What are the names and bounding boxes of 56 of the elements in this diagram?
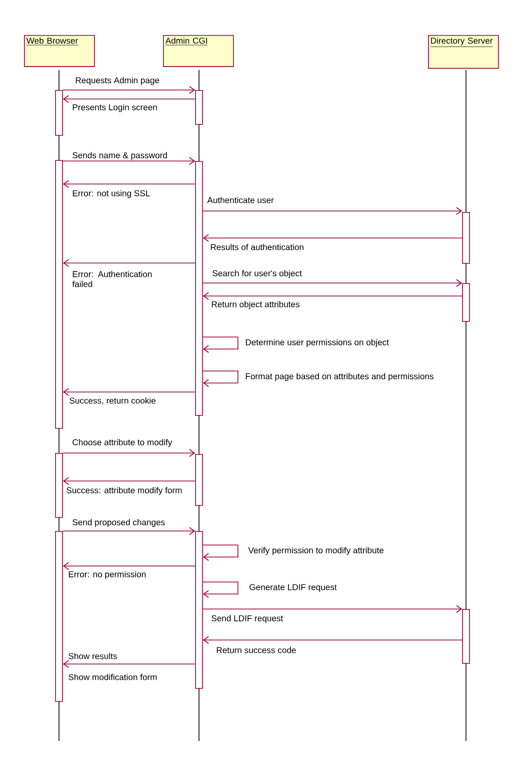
message-arrow [62, 660, 196, 668]
object-box: Admin CGI [163, 35, 234, 67]
message-arrow [62, 180, 196, 188]
activation-bar [55, 90, 63, 136]
message-arrow [62, 562, 196, 570]
message-arrow [62, 449, 196, 457]
message-label: Sends name & password [72, 152, 167, 160]
activation-bar [195, 531, 203, 689]
message-arrow [62, 259, 196, 267]
message-label: Results of authentication [210, 244, 304, 250]
message-arrow [62, 157, 196, 165]
message-arrow [202, 292, 462, 300]
message-label: Generate LDIF request [250, 584, 337, 592]
message-label: Requests Admin page [76, 77, 160, 85]
activation-bar [195, 454, 203, 506]
message-arrow [202, 234, 462, 242]
message-label: Format page based on attributes and permissions [246, 373, 434, 381]
message-arrow [62, 477, 196, 485]
message-label: Error: no permission [68, 571, 146, 579]
message-label: Send proposed changes [72, 519, 165, 527]
activation-bar [55, 531, 63, 702]
activation-bar [55, 160, 63, 429]
message-label: Verify permission to modify attribute [248, 547, 384, 555]
activation-bar [462, 609, 470, 664]
self-message-arrow [202, 582, 238, 598]
message-arrow [62, 527, 196, 535]
message-arrow [62, 388, 196, 396]
message-arrow [202, 279, 462, 287]
object-box: Web Browser [24, 35, 95, 67]
message-arrow [62, 86, 196, 94]
activation-bar [462, 283, 470, 322]
message-arrow [202, 207, 462, 215]
message-arrow [62, 95, 196, 103]
message-label: Search for user's object [212, 270, 302, 278]
message-label: Return success code [216, 646, 296, 654]
message-label: Success: attribute modify form [66, 487, 182, 495]
message-label: Determine user permissions on object [246, 339, 389, 347]
message-label: Send LDIF request [212, 615, 284, 623]
message-label: Error: not using SSL [72, 190, 150, 198]
message-label: Choose attribute to modify [72, 439, 172, 447]
activation-bar [55, 453, 63, 518]
message-label: Authenticate user [207, 196, 274, 204]
message-label: Return object attributes [212, 301, 300, 309]
self-message-arrow [202, 370, 238, 387]
activation-bar [195, 161, 203, 416]
message-label: Show results [68, 652, 117, 660]
self-message-arrow [202, 544, 238, 561]
message-label: Success, return cookie [70, 397, 156, 405]
message-label: Presents Login screen [72, 104, 157, 112]
activation-bar [462, 212, 470, 264]
activation-bar [195, 90, 203, 125]
message-arrow [202, 636, 462, 644]
message-label: Error: Authentication failed [72, 270, 152, 288]
object-box: Directory Server [428, 35, 499, 69]
self-message-arrow [202, 336, 238, 353]
message-arrow [202, 605, 462, 613]
